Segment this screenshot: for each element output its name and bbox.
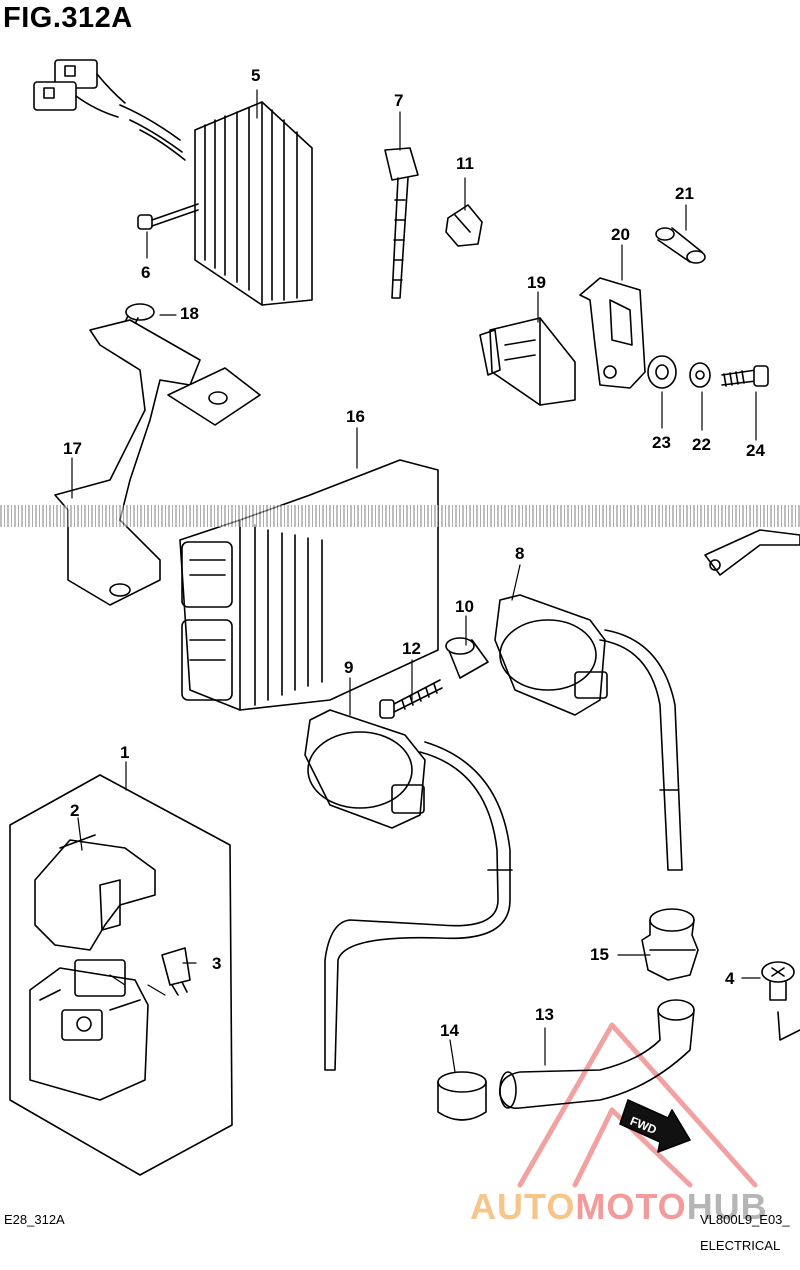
ecm-bracket-17 bbox=[54, 319, 261, 606]
plug-cap-13 bbox=[499, 999, 695, 1110]
callout-20: 20 bbox=[611, 225, 630, 244]
watermark-part-moto: MOTO bbox=[575, 1186, 687, 1227]
section-label: ELECTRICAL bbox=[700, 1238, 781, 1253]
watermark-part-auto: AUTO bbox=[470, 1186, 576, 1227]
watermark-text: AUTOMOTOHUB bbox=[470, 1186, 768, 1228]
washer-22 bbox=[689, 362, 711, 388]
callout-7: 7 bbox=[394, 91, 404, 110]
leader-lines bbox=[71, 89, 761, 1073]
callout-2: 2 bbox=[70, 801, 80, 820]
spacer-21 bbox=[655, 227, 706, 264]
callout-4: 4 bbox=[725, 969, 735, 988]
callout-11: 11 bbox=[456, 154, 474, 173]
callout-15: 15 bbox=[590, 945, 609, 964]
callout-19: 19 bbox=[527, 273, 546, 292]
callout-17: 17 bbox=[63, 439, 82, 458]
callout-10: 10 bbox=[455, 597, 474, 616]
callout-12: 12 bbox=[402, 639, 421, 658]
relay-19 bbox=[479, 317, 576, 406]
grommet-23 bbox=[647, 355, 677, 389]
watermark-part-hub: HUB bbox=[686, 1186, 768, 1227]
callout-22: 22 bbox=[692, 435, 711, 454]
ignition-coil-8 bbox=[494, 594, 683, 871]
ecm-16 bbox=[179, 459, 439, 711]
bracket-fragment bbox=[704, 529, 800, 576]
spacer-10 bbox=[445, 637, 489, 679]
bolt-6 bbox=[137, 203, 199, 230]
figure-code-right: VL800L9_E03_ bbox=[700, 1212, 790, 1227]
regulator-rectifier bbox=[33, 59, 313, 306]
figure-title: FIG.312A bbox=[3, 2, 133, 34]
screw-4 bbox=[761, 961, 795, 1001]
figure-code-left: E28_312A bbox=[4, 1212, 65, 1227]
ring-14 bbox=[437, 1071, 487, 1121]
ignition-coil-9 bbox=[304, 709, 513, 1071]
bolt-12 bbox=[379, 679, 443, 719]
callout-5: 5 bbox=[251, 66, 261, 85]
grommet-15 bbox=[641, 908, 699, 981]
callout-23: 23 bbox=[652, 433, 671, 452]
callout-21: 21 bbox=[675, 184, 694, 203]
bolt-24 bbox=[721, 365, 769, 387]
watermark-triangle bbox=[517, 1022, 758, 1188]
scan-artifact-band bbox=[0, 505, 800, 527]
clip-11 bbox=[445, 204, 483, 247]
cable-tie bbox=[384, 147, 419, 299]
fwd-arrow: FWD bbox=[619, 1099, 691, 1153]
callout-16: 16 bbox=[346, 407, 365, 426]
callout-13: 13 bbox=[535, 1005, 554, 1024]
callout-9: 9 bbox=[344, 658, 354, 677]
callout-1: 1 bbox=[120, 743, 130, 762]
bracket-edge-right bbox=[777, 1011, 800, 1041]
callout-14: 14 bbox=[440, 1021, 459, 1040]
callout-18: 18 bbox=[180, 304, 199, 323]
callout-3: 3 bbox=[212, 954, 222, 973]
callout-8: 8 bbox=[515, 544, 525, 563]
starter-relay-kit-1 bbox=[9, 774, 233, 1176]
callout-24: 24 bbox=[746, 441, 765, 460]
bracket-20 bbox=[579, 277, 646, 389]
callout-6: 6 bbox=[141, 263, 151, 282]
